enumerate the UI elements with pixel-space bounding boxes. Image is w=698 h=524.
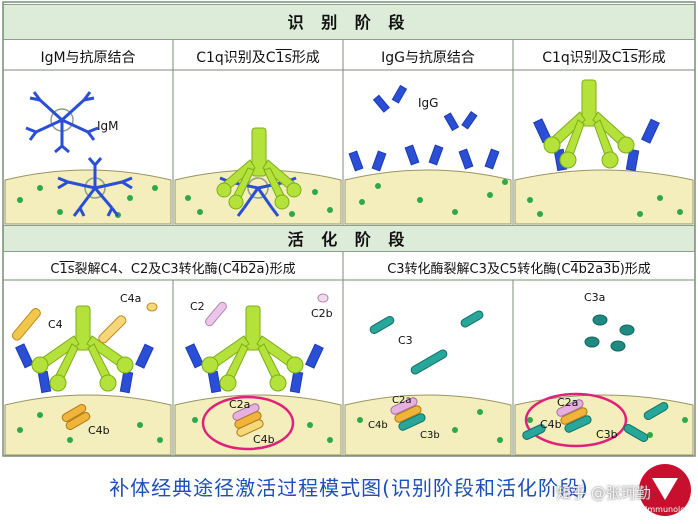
igg-bound-a2 — [185, 343, 324, 394]
figure-caption: 补体经典途径激活过程模式图(识别阶段和活化阶段) — [109, 476, 589, 500]
c1q-molecule-4 — [543, 79, 635, 169]
label-c4b-a2: C4b — [253, 433, 275, 446]
logo-text: Immunology — [645, 505, 695, 514]
cell-surfaces-recognition — [4, 169, 694, 225]
activation-title-left: C1s裂解C4、C2及C3转化酶(C4b2a)形成 — [50, 262, 296, 277]
panel-title-igg: IgG与抗原结合 — [381, 50, 475, 66]
label-igg: IgG — [418, 96, 439, 110]
label-c3a: C3a — [584, 291, 606, 304]
label-c2: C2 — [190, 300, 205, 313]
c4b2a3b-complex-a4 — [522, 399, 669, 442]
c1q-molecule-2 — [216, 127, 302, 210]
highlight-ring-a2 — [201, 395, 295, 451]
section-header-activation: 活 化 阶 段 — [3, 225, 695, 252]
igm-pentamer-free — [25, 91, 99, 154]
section-header-recognition: 识 别 阶 段 — [3, 4, 695, 40]
label-c2a-a4: C2a — [557, 396, 579, 409]
label-c3: C3 — [398, 334, 413, 347]
c1q-molecule-a2 — [201, 305, 304, 392]
c4-molecule-cleaving — [98, 315, 127, 344]
label-c4b-a4: C4b — [540, 418, 562, 431]
c4a-fragment — [146, 302, 158, 312]
c1q-molecule-a1 — [31, 305, 134, 392]
label-igm: IgM — [97, 119, 119, 133]
c2-molecule — [205, 301, 227, 327]
igm-pentamer-bound — [57, 157, 133, 217]
activation-title-right: C3转化酶裂解C3及C5转化酶(C4b2a3b)形成 — [387, 262, 651, 277]
label-c4b: C4b — [88, 424, 110, 437]
antigen-dots — [17, 179, 688, 443]
label-c2b: C2b — [311, 307, 333, 320]
label-c4b-a3: C4b — [368, 420, 388, 431]
label-c3b-a4: C3b — [596, 428, 618, 441]
c4b2a-complex-a2 — [232, 403, 264, 437]
label-c3b-a3: C3b — [420, 430, 440, 441]
c2b-fragment — [317, 293, 329, 303]
igg-bound-a1 — [15, 343, 154, 394]
label-c4: C4 — [48, 318, 63, 331]
c4b-bound-a1 — [61, 404, 91, 430]
panel-title-igm: IgM与抗原结合 — [40, 50, 136, 66]
c3-molecules-a3 — [369, 310, 484, 375]
label-c2a-a2: C2a — [229, 398, 251, 411]
panel-title-c1q-igm: C1q识别及C1s形成 — [196, 50, 320, 66]
panel-title-c1q-igg: C1q识别及C1s形成 — [542, 50, 666, 66]
immunology-logo-icon — [639, 464, 691, 516]
panel-frames — [3, 40, 695, 456]
igg-free — [348, 84, 500, 172]
c3-fragments-a4 — [584, 314, 635, 352]
highlight-ring-a4 — [524, 392, 628, 448]
label-c2a-a3: C2a — [392, 395, 412, 406]
watermark: 知乎 @张珂勤 — [556, 484, 651, 502]
c4b2a3b-complex-a3 — [390, 397, 426, 431]
label-c4a: C4a — [120, 292, 142, 305]
c4-molecule — [11, 308, 41, 341]
